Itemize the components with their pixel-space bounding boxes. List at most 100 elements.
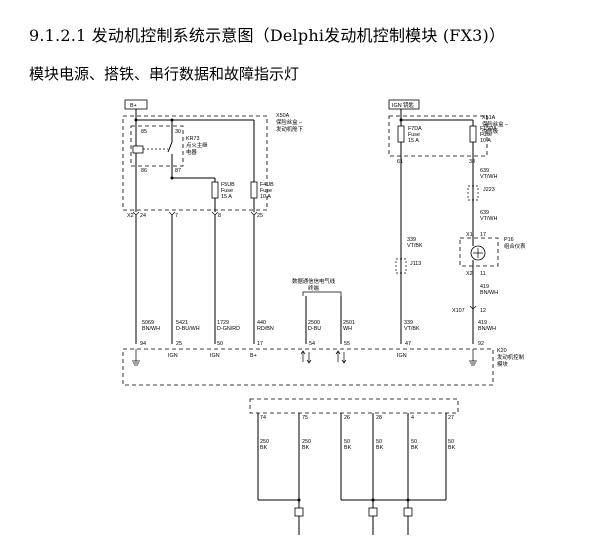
ground-pin-26: 26	[344, 415, 350, 421]
fusebox-left-line2: 发动机舱下	[276, 125, 304, 133]
ground-splice-box-3	[403, 507, 413, 517]
ground-wire-5-num: 50	[448, 439, 454, 445]
fusebox-left-outline	[122, 115, 268, 211]
ecm-outline	[122, 348, 494, 386]
f7da-amp: 15 A	[408, 138, 419, 144]
j113-outline	[395, 258, 407, 274]
x2-connector-marks	[132, 211, 258, 216]
relay-line1: 点火主继	[186, 141, 208, 149]
ecm-signal-ign-1: IGN	[168, 353, 178, 359]
ground-wire-1-color: BK	[302, 445, 310, 451]
wire-639-mid-color: VT/WH	[480, 216, 497, 222]
relay-output-splice-dot	[170, 176, 174, 180]
ecm-ground-icon-left	[132, 349, 140, 366]
page-title: 9.1.2.1 发动机控制系统示意图（Delphi发动机控制模块 (FX3)）	[29, 26, 506, 45]
fusebox-left-id: X50A	[276, 113, 290, 119]
ground-wire-3-color: BK	[376, 445, 384, 451]
f5ub-fuse-icon	[211, 181, 219, 199]
ecm-pin-47: 47	[405, 341, 411, 347]
ecm-wire-0-num: 5069	[142, 320, 154, 326]
ecm-signal-ign-2: IGN	[210, 353, 220, 359]
ign-source-box	[388, 99, 420, 110]
f7da-fuse-icon	[397, 125, 405, 143]
ecm-ground-icon-right	[469, 349, 477, 366]
ground-pin-27: 27	[448, 415, 454, 421]
ground-pin-75: 75	[302, 415, 308, 421]
f4ub-fuse-icon	[250, 181, 258, 199]
ecm-pin-94: 94	[140, 341, 146, 347]
j113-label: J113	[410, 261, 421, 267]
ecm-wire-7-num: 419	[478, 320, 487, 326]
x2-pin-8: 8	[218, 213, 221, 219]
f5ub-name: F5UB	[221, 182, 235, 188]
f15da-fuse-icon	[469, 125, 477, 143]
x2-pin-25: 25	[257, 213, 263, 219]
relay-pin-86: 86	[141, 168, 147, 174]
cluster-outline	[459, 237, 499, 267]
ecm-wire-3-num: 440	[257, 320, 266, 326]
ground-splice-dot-2	[371, 498, 375, 502]
bplus-source-label: B+	[130, 103, 137, 109]
f15da-amp: 10 A	[480, 138, 491, 144]
ground-wire-4-color: BK	[411, 445, 419, 451]
wire-639-top-num: 639	[480, 168, 489, 174]
ground-wire-3-num: 50	[376, 439, 382, 445]
f4ub-amp: 10 A	[260, 194, 271, 200]
relay-switch-contact-icon	[167, 141, 173, 153]
pin-61: 61	[397, 159, 403, 165]
f5ub-word: Fuse	[221, 188, 233, 194]
ecm-wire-4-color: D-BU	[308, 326, 321, 332]
ecm-pin-55: 55	[344, 341, 350, 347]
ground-pin-74: 74	[260, 415, 266, 421]
relay-pin-30: 30	[175, 129, 181, 135]
f15da-word: Fuse	[480, 132, 492, 138]
ecm-wire-6-color: VT/BK	[404, 326, 420, 332]
serial-label-2: 终端	[308, 284, 319, 292]
cluster-id: P16	[504, 237, 514, 243]
ground-wire-0-color: BK	[260, 445, 268, 451]
x2-pin-24: 24	[140, 213, 146, 219]
relay-coil-icon	[132, 145, 144, 154]
ground-splice-dot-3	[406, 498, 410, 502]
cluster-pin-11: 11	[480, 271, 486, 277]
ecm-wire-3-color: RD/BN	[257, 326, 274, 332]
relay-outline	[130, 125, 184, 167]
cluster-x2: X2	[466, 271, 473, 277]
x2-pin-7: 7	[175, 213, 178, 219]
fusebox-right-outline	[388, 115, 488, 157]
x2-label: X2	[127, 213, 134, 219]
cluster-x1: X1	[466, 232, 473, 238]
ground-pin-4: 4	[411, 415, 414, 421]
ecm-wire-4-num: 2500	[308, 320, 320, 326]
cluster-line1: 组合仪表	[504, 242, 526, 250]
ign-source-label: IGN 钥匙	[392, 101, 414, 109]
ecm-wire-5-num: 2501	[343, 320, 355, 326]
ecm-pin-54: 54	[309, 341, 315, 347]
ecm-wire-2-color: D-GN/RD	[217, 326, 240, 332]
f4ub-word: Fuse	[260, 188, 272, 194]
ecm-id: K20	[497, 348, 507, 354]
ground-wire-0-num: 250	[260, 439, 269, 445]
ecm-wire-1-color: D-BU/WH	[176, 326, 200, 332]
f7da-name: F7DA	[408, 126, 422, 132]
fusebox-right-line2: 仪表板	[482, 127, 499, 135]
serial-label-1: 数据通信信电气线	[292, 277, 336, 285]
ground-wire-5-color: BK	[448, 445, 456, 451]
ground-wire-2-color: BK	[344, 445, 352, 451]
can-arrows-icon-1	[300, 350, 312, 364]
wire-339-num: 339	[407, 237, 416, 243]
lamp-filament-icon	[473, 248, 483, 258]
wire-339-color: VT/BK	[407, 243, 423, 249]
can-arrows-icon-2	[335, 350, 347, 364]
fusebox-right-id: X51A	[482, 115, 496, 121]
ecm-wire-6-num: 339	[404, 320, 413, 326]
ecm-wire-2-num: 1729	[217, 320, 229, 326]
ecm-wire-5-color: WH	[343, 326, 352, 332]
wire-639-mid-num: 639	[480, 210, 489, 216]
ecm-wire-0-color: BN/WH	[142, 326, 160, 332]
relay-pin-87: 87	[175, 168, 181, 174]
ecm-line1: 发动机控制	[497, 353, 524, 361]
pin-12: 12	[480, 308, 486, 314]
relay-line2: 电器	[186, 148, 197, 156]
